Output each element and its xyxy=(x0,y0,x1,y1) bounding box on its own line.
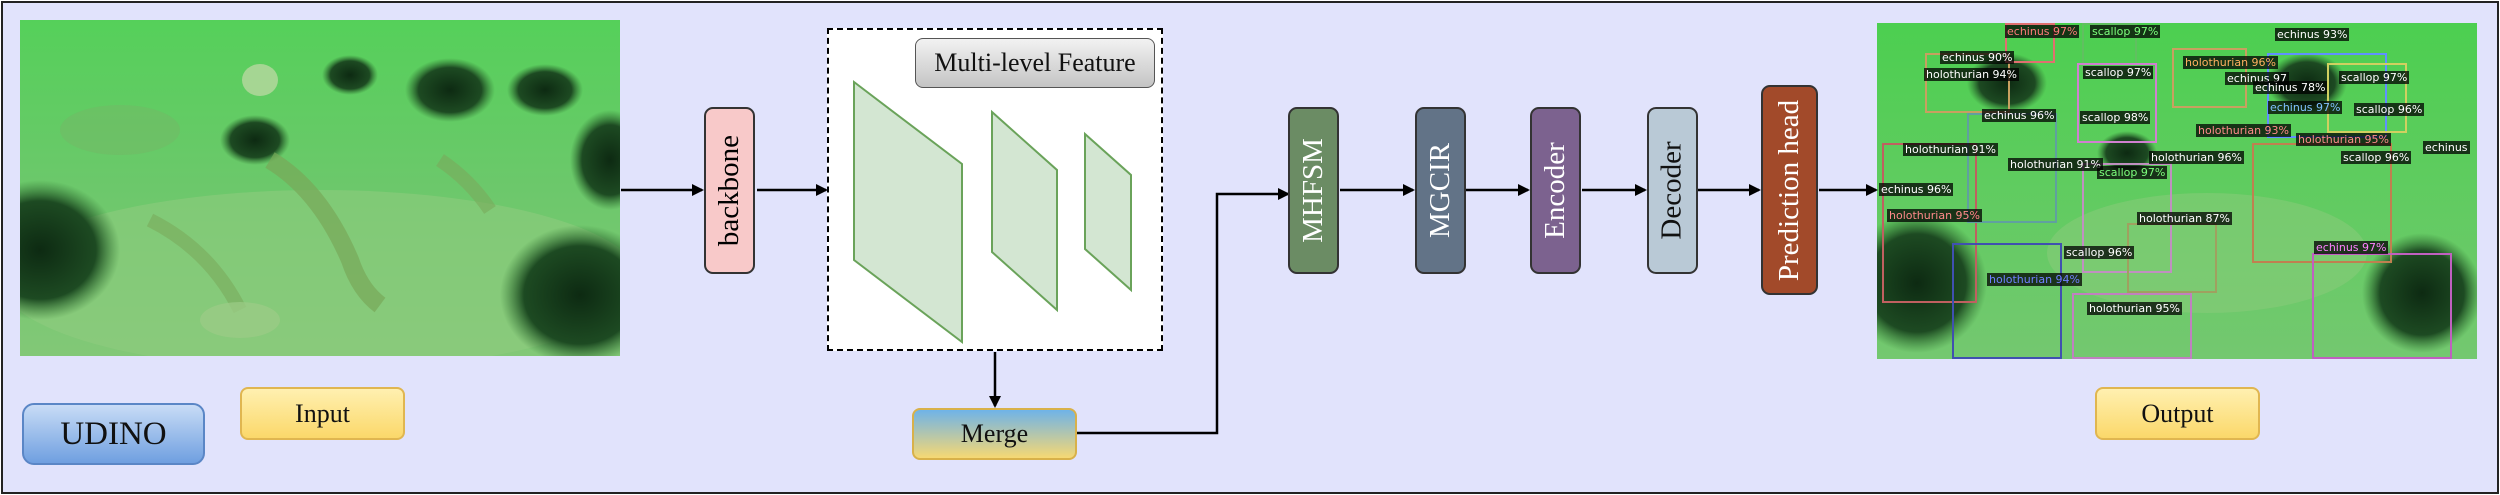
detection-label: holothurian 95% xyxy=(2296,133,2391,146)
detection-label: scallop 97% xyxy=(2090,25,2161,38)
detection-label: echinus 78% xyxy=(2253,81,2328,94)
detection-label: echinus 96% xyxy=(1879,183,1954,196)
mhfsm-label: MHFSM xyxy=(1297,138,1329,243)
detection-label: echinus 96% xyxy=(1982,109,2057,122)
detection-label: scallop 96% xyxy=(2341,151,2412,164)
detection-label: holothurian 95% xyxy=(2087,302,2182,315)
backbone-label: backbone xyxy=(713,134,745,247)
feature-map-medium xyxy=(991,109,1058,313)
feature-map-small xyxy=(1084,131,1132,293)
encoder-block: Encoder xyxy=(1530,107,1581,274)
detection-label: echinus xyxy=(2423,141,2470,154)
detection-label: echinus 90% xyxy=(1940,51,2015,64)
detection-label: scallop 96% xyxy=(2354,103,2425,116)
detection-label: scallop 97% xyxy=(2339,71,2410,84)
detection-label: holothurian 94% xyxy=(1987,273,2082,286)
prediction-head-block: Prediction head xyxy=(1761,85,1818,295)
detection-box xyxy=(1952,243,2062,359)
detection-label: scallop 97% xyxy=(2097,166,2168,179)
multi-level-feature-title: Multi-level Feature xyxy=(915,38,1155,88)
detection-label: holothurian 93% xyxy=(2196,124,2291,137)
detection-box xyxy=(2312,253,2452,359)
mgcir-label: MGCIR xyxy=(1424,142,1457,239)
udino-badge: UDINO xyxy=(22,403,205,465)
detection-label: holothurian 94% xyxy=(1924,68,2019,81)
detection-label: scallop 96% xyxy=(2064,246,2135,259)
detection-label: echinus 97% xyxy=(2268,101,2343,114)
input-label: Input xyxy=(240,387,405,440)
multi-level-feature-panel: Multi-level Feature xyxy=(827,28,1163,351)
detection-label: holothurian 87% xyxy=(2137,212,2232,225)
detection-label: scallop 97% xyxy=(2083,66,2154,79)
detection-label: holothurian 91% xyxy=(2008,158,2103,171)
encoder-label: Encoder xyxy=(1539,142,1571,239)
output-label: Output xyxy=(2095,387,2260,440)
prediction-head-label: Prediction head xyxy=(1773,99,1806,281)
backbone-block: backbone xyxy=(704,107,755,274)
decoder-label: Decoder xyxy=(1656,141,1688,240)
merge-block: Merge xyxy=(912,408,1077,460)
output-detection-image: echinus 97% scallop 97% echinus 93% echi… xyxy=(1877,23,2477,359)
detection-box xyxy=(2077,63,2157,143)
detection-box xyxy=(2327,63,2407,133)
arrow-merge-to-mhfsm xyxy=(1077,188,1290,435)
detection-label: holothurian 96% xyxy=(2149,151,2244,164)
detection-label: holothurian 91% xyxy=(1903,143,1998,156)
detection-label: echinus 97% xyxy=(2005,25,2080,38)
detection-label: echinus 93% xyxy=(2275,28,2350,41)
detection-label: holothurian 96% xyxy=(2183,56,2278,69)
mgcir-block: MGCIR xyxy=(1415,107,1466,274)
detection-label: scallop 98% xyxy=(2080,111,2151,124)
detection-box xyxy=(2005,23,2055,63)
detection-box xyxy=(2072,293,2192,359)
decoder-block: Decoder xyxy=(1647,107,1698,274)
feature-map-large xyxy=(853,79,963,345)
input-underwater-image xyxy=(20,20,620,356)
mhfsm-block: MHFSM xyxy=(1288,107,1339,274)
detection-label: echinus 97% xyxy=(2314,241,2389,254)
detection-label: holothurian 95% xyxy=(1887,209,1982,222)
